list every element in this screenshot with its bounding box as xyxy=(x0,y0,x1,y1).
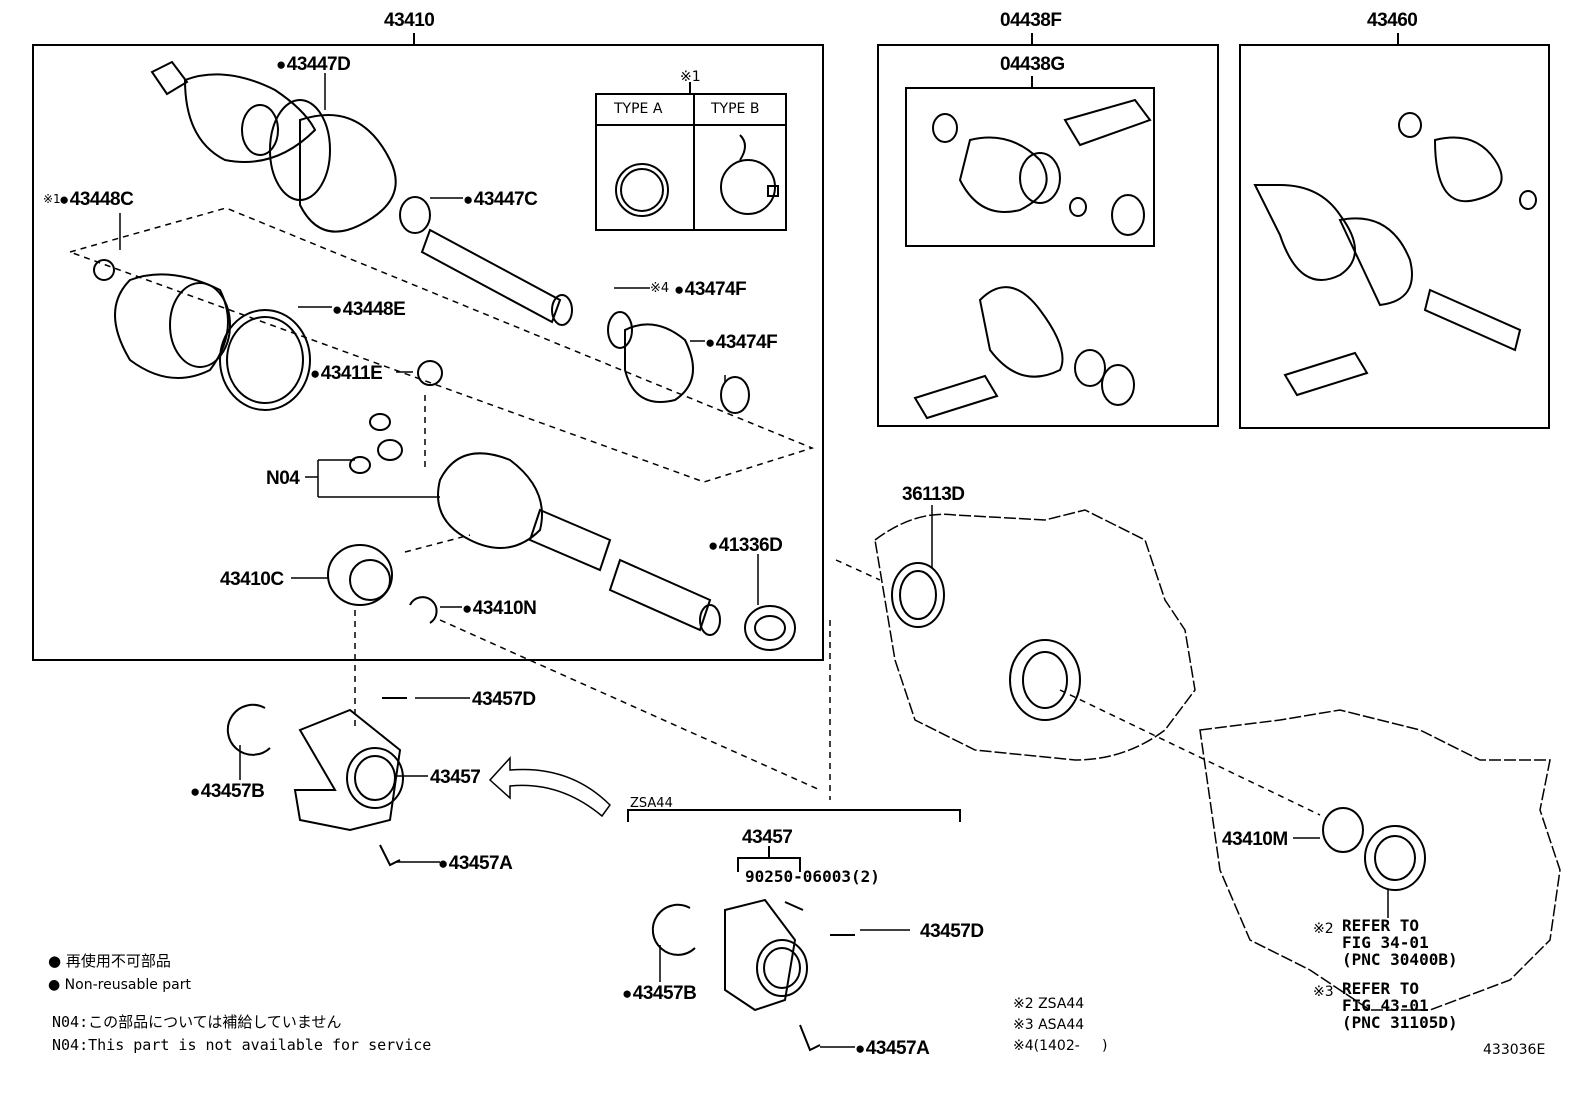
assembly-43460-label: 43460 xyxy=(1367,10,1418,31)
legend-non-reusable-en: Non-reusable part xyxy=(64,977,191,993)
part-43410N-label: 43410N xyxy=(462,599,537,618)
part-43411E-label: 43411E xyxy=(310,364,383,383)
n04-note-jp: N04:この部品については補給していません xyxy=(52,1013,342,1031)
part-43447D-label: 43447D xyxy=(276,55,351,74)
transaxle-housing-lower xyxy=(1199,709,1561,1011)
note-3: ※3 ASA44 xyxy=(1013,1017,1085,1033)
dashed-group-outline xyxy=(67,207,815,483)
right-assembly-frame xyxy=(1239,44,1550,429)
part-43448C-mark: ※1 xyxy=(43,192,61,206)
arrow-curve xyxy=(488,756,611,818)
part-43457A-a-label: 43457A xyxy=(438,854,513,873)
part-43447C-label: 43447C xyxy=(463,190,538,209)
ref3-text: REFER TO FIG 43-01 (PNC 31105D) xyxy=(1342,979,1458,1032)
assembly-04438G-label: 04438G xyxy=(1000,54,1065,75)
part-41336D-label: 41336D xyxy=(708,536,783,555)
part-43457D-b-label: 43457D xyxy=(920,921,984,942)
n04-note-en: N04:This part is not available for servi… xyxy=(52,1036,432,1054)
type-box-mark: ※1 xyxy=(680,69,701,85)
part-43457B-b-label: 43457B xyxy=(622,984,697,1003)
type-b-label: TYPE B xyxy=(711,101,760,117)
ref3-line3: (PNC 31105D) xyxy=(1342,1012,1458,1032)
ref3-line1: REFER TO xyxy=(1342,979,1420,998)
assembly-04438F-label: 04438F xyxy=(1000,10,1062,31)
part-43410C-label: 43410C xyxy=(220,569,284,590)
part-43457B-a-label: 43457B xyxy=(190,782,265,801)
part-43457D-a-label: 43457D xyxy=(472,689,536,710)
leader-lines xyxy=(119,73,1389,1048)
transaxle-housing-upper xyxy=(874,509,1196,761)
right-assembly-parts xyxy=(1253,112,1537,397)
part-43410M-label: 43410M xyxy=(1222,829,1288,850)
kit-f-parts xyxy=(913,286,1135,420)
note-2: ※2 ZSA44 xyxy=(1013,996,1085,1012)
legend-en: ● Non-reusable part xyxy=(48,978,191,992)
ref2-mark: ※2 xyxy=(1313,921,1334,937)
part-36113D-label: 36113D xyxy=(902,484,965,505)
type-a-label: TYPE A xyxy=(614,101,663,117)
zsa44-label: ZSA44 xyxy=(630,796,673,811)
ref2-line2: FIG 34-01 xyxy=(1342,932,1429,952)
ref2-line1: REFER TO xyxy=(1342,916,1420,935)
kit-f-frame xyxy=(877,44,1219,427)
part-43474F-b-label: 43474F xyxy=(705,333,778,352)
type-box xyxy=(595,82,787,231)
part-43474F-mark: ※4 xyxy=(650,281,670,296)
figure-id: 433036E xyxy=(1483,1042,1546,1058)
ref3-line2: FIG 43-01 xyxy=(1342,995,1429,1015)
ref3-mark: ※3 xyxy=(1313,984,1334,1000)
kit-g-frame xyxy=(905,87,1155,247)
legend-bullet-icon: ● xyxy=(48,977,65,993)
legend-non-reusable-jp: 再使用不可部品 xyxy=(65,952,171,970)
tripod-and-housing xyxy=(327,311,796,651)
part-43474F-a-label: 43474F xyxy=(674,280,747,299)
part-43457-a-label: 43457 xyxy=(430,767,481,788)
ref2-line3: (PNC 30400B) xyxy=(1342,949,1458,969)
drive-shaft-upper xyxy=(150,60,573,326)
kit-g-parts xyxy=(932,98,1152,236)
note-4: ※4(1402- ) xyxy=(1013,1038,1108,1054)
part-43457-b-label: 43457 xyxy=(742,827,793,848)
part-43457A-b-label: 43457A xyxy=(855,1039,930,1058)
inner-boot xyxy=(93,259,311,411)
part-43448E-label: 43448E xyxy=(332,300,406,319)
legend-jp: ● 再使用不可部品 xyxy=(48,954,171,969)
legend-bullet-icon: ● xyxy=(48,952,66,970)
part-N04-label: N04 xyxy=(266,468,300,489)
assembly-43410-label: 43410 xyxy=(384,10,435,31)
part-90250-label: 90250-06003(2) xyxy=(745,867,880,886)
bearing-bracket-b xyxy=(651,898,855,1052)
main-assembly-frame xyxy=(32,44,824,661)
part-43448C-label: 43448C xyxy=(59,190,134,209)
ref2-text: REFER TO FIG 34-01 (PNC 30400B) xyxy=(1342,916,1458,969)
